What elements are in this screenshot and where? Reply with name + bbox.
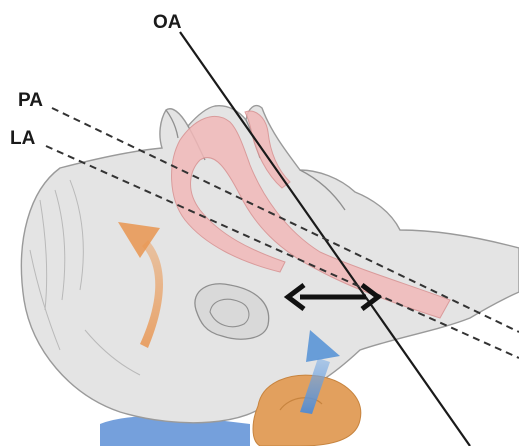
pharyngeal-axis-label: PA [18,90,43,111]
laryngeal-axis-label: LA [10,128,36,149]
oral-axis-label: OA [153,12,182,33]
